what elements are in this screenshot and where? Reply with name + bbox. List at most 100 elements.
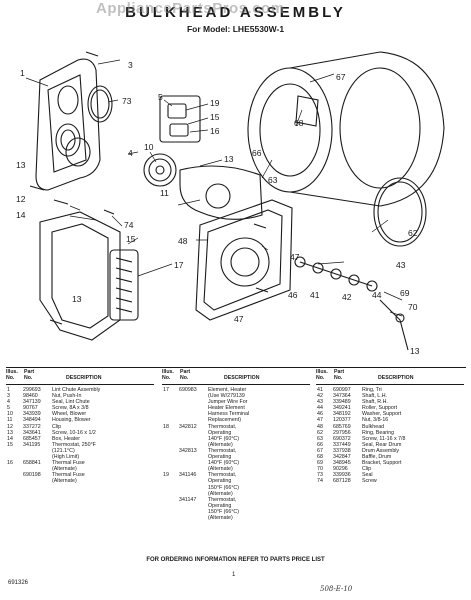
part-no-cell: 120377 bbox=[333, 417, 351, 424]
illus-no-cell: 44 bbox=[317, 405, 323, 412]
illus-no-cell: 41 bbox=[317, 387, 323, 393]
description-cell: Box, Heater bbox=[52, 435, 80, 442]
description-cell: (Alternate) bbox=[208, 514, 233, 521]
table-row: (Use W/279139 bbox=[162, 393, 312, 399]
description-cell: Bracket, Support bbox=[362, 460, 402, 467]
callout-label: 46 bbox=[288, 290, 298, 300]
support-rollers-part bbox=[294, 256, 409, 351]
description-cell: (High Limit) bbox=[52, 454, 80, 461]
callout-label: 66 bbox=[252, 148, 262, 158]
callout-label: 15 bbox=[126, 234, 136, 244]
description-cell: 140°F (60°C) bbox=[208, 460, 240, 467]
column-headers: Illus. No. Part No. DESCRIPTION bbox=[316, 369, 466, 387]
description-cell: Seal bbox=[362, 472, 373, 479]
illus-no-cell: 16 bbox=[7, 460, 13, 467]
description-cell: Operating bbox=[208, 478, 232, 485]
description-cell: 140°F (60°C) bbox=[208, 435, 240, 442]
part-no-cell: 342813 bbox=[179, 447, 197, 454]
part-no-cell: 297956 bbox=[333, 429, 351, 436]
callout-label: 16 bbox=[210, 126, 220, 136]
part-no-cell: 343939 bbox=[23, 411, 41, 418]
description-cell: Thermostat, bbox=[208, 472, 237, 479]
illus-no-cell: 48 bbox=[317, 423, 323, 430]
illus-no-cell: 14 bbox=[7, 435, 13, 442]
description-cell: 150°F (66°C) bbox=[208, 484, 240, 491]
table-row: Operating bbox=[162, 430, 312, 436]
part-no-cell: 690997 bbox=[333, 387, 351, 393]
column-headers: Illus. No. Part No. DESCRIPTION bbox=[6, 369, 156, 387]
description-cell: Nut, Push-In bbox=[52, 393, 82, 400]
table-row: 66 337449 Seal, Rear Drum bbox=[316, 442, 466, 448]
callout-label: 62 bbox=[408, 228, 418, 238]
description-cell: Jumper Wire For bbox=[208, 399, 248, 406]
description-cell: Clip bbox=[52, 423, 62, 430]
callout-label: 74 bbox=[124, 220, 134, 230]
description-cell: Thermal Fuse bbox=[52, 472, 85, 479]
part-no-cell: 337938 bbox=[333, 447, 351, 454]
description-cell: Harness Terminal bbox=[208, 411, 250, 418]
illus-no-cell: 70 bbox=[317, 466, 323, 473]
illus-no-cell: 1 bbox=[7, 387, 10, 393]
description-cell: Washer, Support bbox=[362, 411, 402, 418]
illus-no-cell: 74 bbox=[317, 478, 323, 485]
table-row: 341147 Thermostat, bbox=[162, 497, 312, 503]
header-description: DESCRIPTION bbox=[66, 375, 102, 381]
part-no-cell: 341195 bbox=[23, 441, 41, 448]
description-cell: 150°F (66°C) bbox=[208, 508, 240, 515]
table-row: Replacement) bbox=[162, 417, 312, 423]
ordering-note: FOR ORDERING INFORMATION REFER TO PARTS … bbox=[146, 557, 325, 563]
illus-no-cell: 4 bbox=[7, 399, 10, 406]
part-no-cell: 341146 bbox=[179, 472, 197, 479]
table-row: 150°F (66°C) bbox=[162, 509, 312, 515]
part-no-cell: 690983 bbox=[179, 387, 197, 393]
part-no-cell: 337449 bbox=[333, 441, 351, 448]
description-cell: Lint Chute Assembly bbox=[52, 387, 101, 393]
part-no-cell: 348192 bbox=[333, 411, 351, 418]
callout-label: 69 bbox=[400, 288, 410, 298]
part-no-cell: 299693 bbox=[23, 387, 41, 393]
callout-label: 14 bbox=[16, 210, 26, 220]
document-code: 691326 bbox=[8, 580, 29, 586]
table-row: Operating bbox=[162, 454, 312, 460]
part-no-cell: 343641 bbox=[23, 429, 41, 436]
table-row: 140°F (60°C) bbox=[162, 436, 312, 442]
description-cell: Housing, Blower bbox=[52, 417, 91, 424]
description-cell: (Alternate) bbox=[208, 441, 233, 448]
illus-no-cell: 3 bbox=[7, 393, 10, 400]
page-number: 1 bbox=[232, 572, 236, 578]
description-cell: Heater Element bbox=[208, 405, 245, 412]
callout-label: 13 bbox=[224, 154, 234, 164]
part-no-cell: 685457 bbox=[23, 435, 41, 442]
callout-label: 13 bbox=[410, 346, 420, 356]
callout-label: 1 bbox=[20, 68, 25, 78]
part-no-cell: 337272 bbox=[23, 423, 41, 430]
table-row: Jumper Wire For bbox=[162, 399, 312, 405]
column-headers: Illus. No. Part No. DESCRIPTION bbox=[162, 369, 312, 387]
part-no-cell: 658841 bbox=[23, 460, 41, 467]
header-description: DESCRIPTION bbox=[224, 375, 260, 381]
illus-no-cell: 66 bbox=[317, 441, 323, 448]
description-cell: Seal, Rear Drum bbox=[362, 441, 402, 448]
description-cell: Thermostat, bbox=[208, 496, 237, 503]
part-no-cell: 341147 bbox=[179, 496, 197, 503]
description-cell: Thermostat, 250°F bbox=[52, 441, 96, 448]
header-part-no: Part No. bbox=[180, 369, 191, 381]
table-row: 140°F (60°C) bbox=[162, 460, 312, 466]
part-no-cell: 90767 bbox=[23, 405, 38, 412]
table-row: (121.1°C) bbox=[6, 448, 156, 454]
callout-label: 47 bbox=[290, 252, 300, 262]
